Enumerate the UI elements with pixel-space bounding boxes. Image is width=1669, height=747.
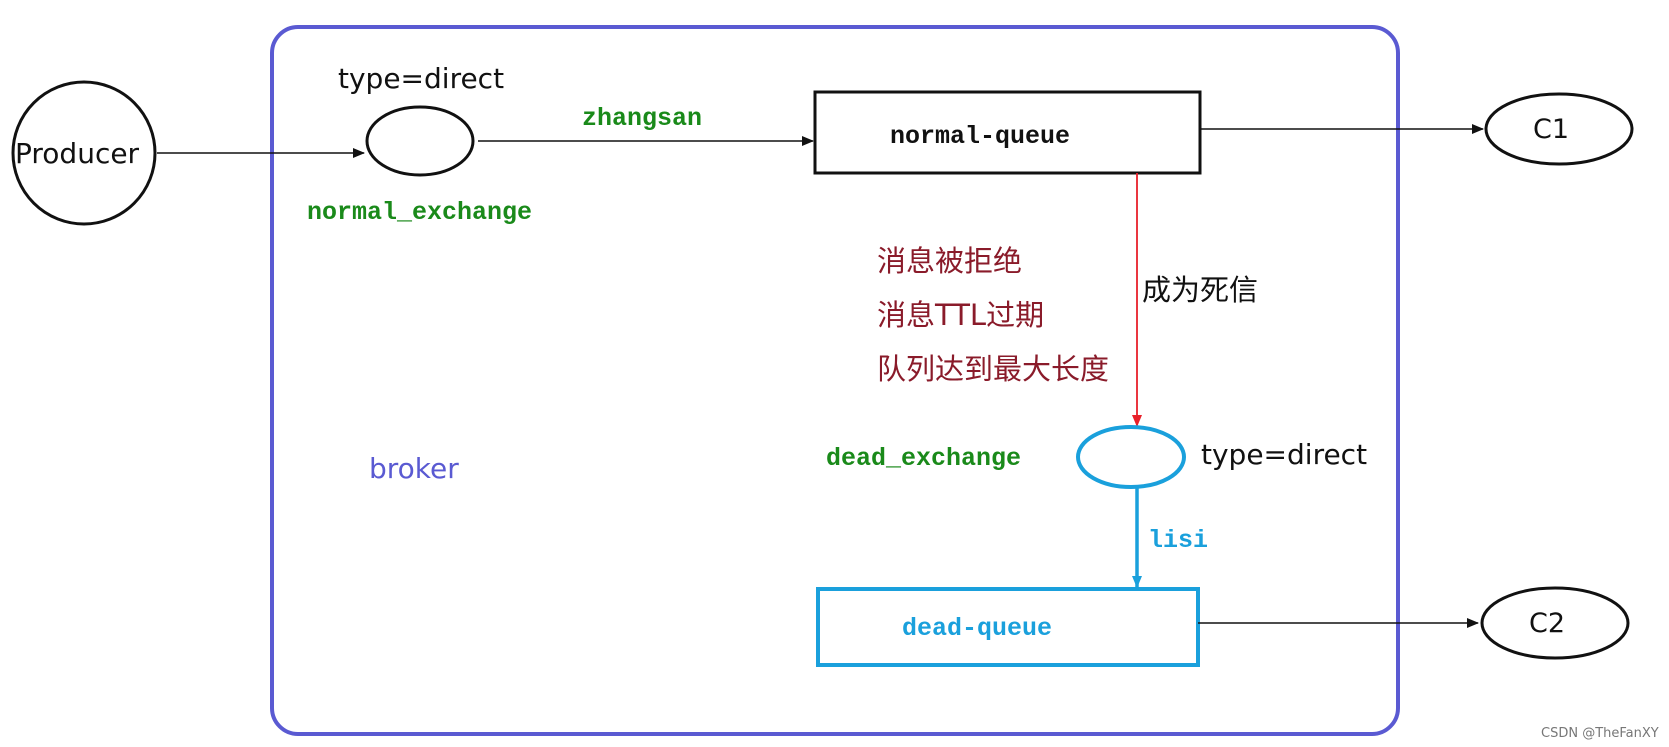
normal-queue-box	[813, 90, 1202, 175]
dead-exchange-name: dead_exchange	[826, 444, 1022, 473]
dead-letter-reason-max-length: 队列达到最大长度	[877, 352, 1110, 386]
normal-exchange-type-label: type=direct	[338, 62, 505, 95]
consumer-c2-node	[1480, 586, 1630, 660]
normal-exchange-node	[365, 105, 475, 177]
dead-letter-reason-ttl-expired: 消息TTL过期	[877, 298, 1045, 332]
dead-queue-box	[816, 587, 1200, 667]
consumer-c2-label: C2	[1529, 608, 1566, 639]
producer-label: Producer	[15, 137, 140, 170]
normal-queue-label: normal-queue	[890, 122, 1071, 151]
consumer-c1-label: C1	[1533, 114, 1570, 145]
become-dead-letter-label: 成为死信	[1142, 273, 1259, 307]
normal-exchange-name: normal_exchange	[307, 198, 533, 227]
routing-key-normal: zhangsan	[582, 104, 703, 133]
dead-queue-label: dead-queue	[902, 614, 1053, 643]
producer-node	[11, 80, 157, 226]
dead-exchange-type-label: type=direct	[1201, 438, 1368, 471]
dead-letter-reason-rejected: 消息被拒绝	[877, 244, 1023, 278]
watermark: CSDN @TheFanXY	[1541, 726, 1659, 741]
dead-exchange-node	[1076, 425, 1186, 489]
consumer-c1-node	[1484, 92, 1634, 166]
routing-key-dead: lisi	[1148, 526, 1209, 555]
broker-container	[270, 25, 1400, 736]
broker-label: broker	[369, 452, 459, 485]
